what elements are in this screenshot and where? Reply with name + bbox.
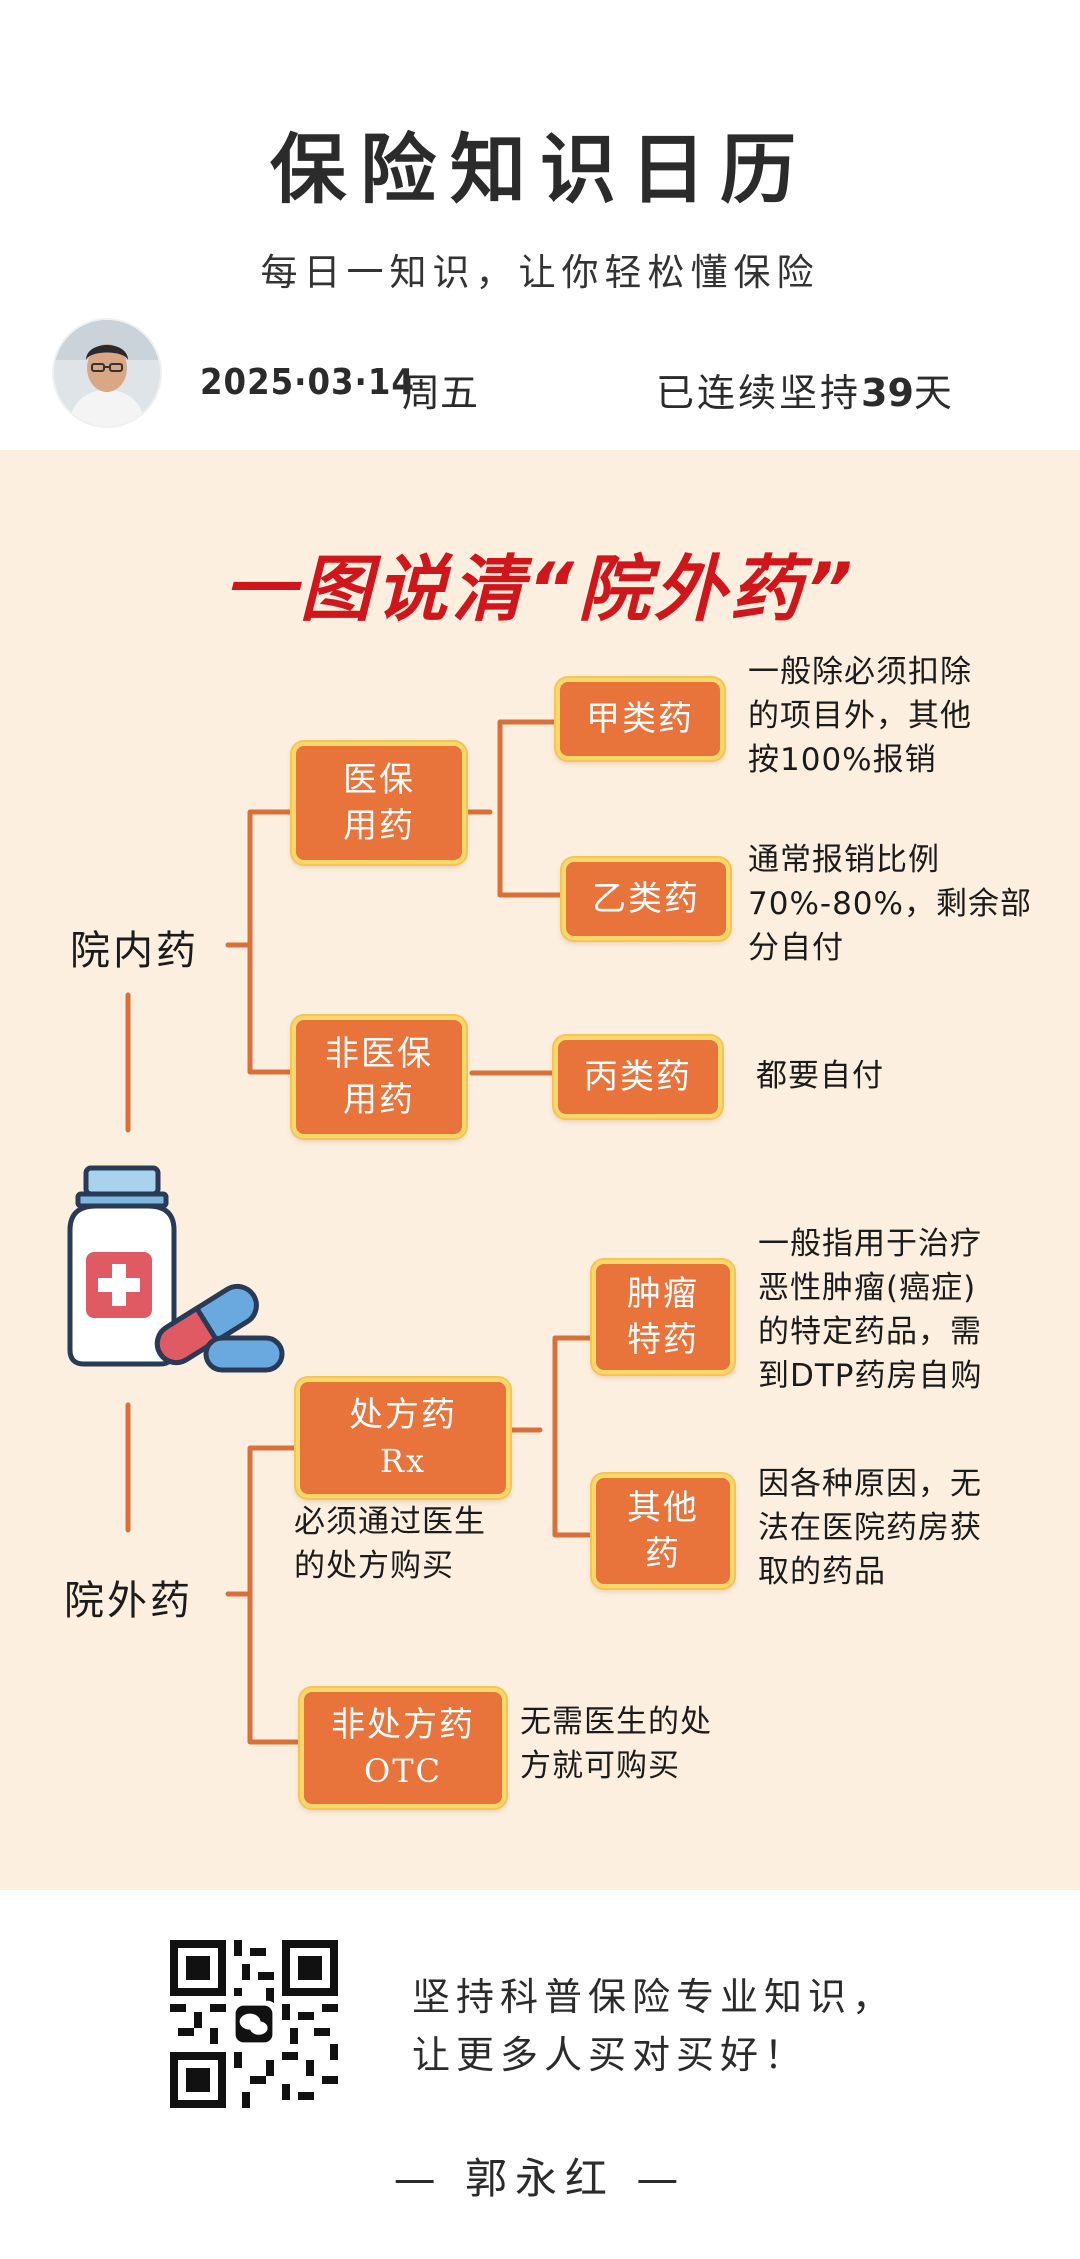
uninsured-drug-line2: 用药 [343,1080,415,1120]
cancer-drug-note-line: 的特定药品，需 [758,1314,982,1350]
insured-drug-box: 医保用药 [292,742,466,864]
diagram-heading: 一图说清“院外药” [223,547,857,631]
date-label: 2025·03·14 [200,362,415,403]
medicine-bottle-icon [67,1165,177,1367]
uninsured-drug-line1: 非医保 [325,1034,433,1074]
otc-drug-note-line: 无需医生的处 [520,1704,712,1740]
class-c-drug-box: 丙类药 [554,1036,722,1118]
page-title: 保险知识日历 [270,125,810,214]
rx-drug-note-line: 的处方购买 [294,1548,454,1584]
other-drug-note-line: 法在医院药房获 [758,1510,982,1546]
cancer-drug-box: 肿瘤特药 [592,1260,734,1374]
class-b-note-line: 通常报销比例 [748,842,940,878]
other-drug-note-line: 因各种原因，无 [758,1466,982,1502]
class-b-note-line: 70%-80%，剩余部 [748,886,1032,922]
cancer-drug-note-line: 恶性肿瘤(癌症) [758,1270,977,1306]
diagram-panel [0,450,1080,1890]
cancer-drug-line1: 肿瘤 [627,1274,699,1314]
rx-drug-line1: 处方药 [349,1395,457,1435]
otc-drug-line1: 非处方药 [331,1705,475,1745]
class-a-drug-box: 甲类药 [556,678,724,760]
class-c-note: 都要自付 [756,1054,884,1098]
otc-drug-line2: OTC [363,1752,443,1790]
other-drug-note: 因各种原因，无 法在医院药房获 取的药品 [758,1462,982,1594]
rx-drug-note: 必须通过医生 的处方购买 [294,1500,486,1588]
otc-drug-box: 非处方药 OTC [300,1688,506,1808]
class-a-note: 一般除必须扣除 的项目外，其他 按100%报销 [748,650,972,782]
class-b-note-line: 分自付 [748,930,844,966]
otc-drug-note: 无需医生的处 方就可购买 [520,1700,712,1788]
class-b-drug-box: 乙类药 [562,858,730,940]
class-b-drug-label: 乙类药 [592,879,700,919]
slogan-line-2: 让更多人买对买好！ [412,2033,809,2077]
slogan-line-1: 坚持科普保险专业知识， [412,1975,897,2019]
other-drug-note-line: 取的药品 [758,1554,886,1590]
rx-drug-line2: Rx [379,1442,427,1480]
class-b-note: 通常报销比例 70%-80%，剩余部 分自付 [748,838,1032,970]
other-drug-line2: 药 [645,1534,681,1574]
outpatient-drug-label: 院外药 [64,1578,193,1624]
rx-drug-box: 处方药 Rx [296,1378,510,1498]
class-a-drug-label: 甲类药 [586,699,694,739]
other-drug-box: 其他药 [592,1474,734,1588]
class-c-note-line: 都要自付 [756,1058,884,1094]
streak-days: 39 [861,371,914,415]
streak-suffix: 天 [913,371,955,415]
wechat-qr-code-icon[interactable] [170,1940,338,2108]
cancer-drug-note: 一般指用于治疗 恶性肿瘤(癌症) 的特定药品，需 到DTP药房自购 [758,1222,983,1398]
weekday-label: 周五 [402,371,479,415]
other-drug-line1: 其他 [627,1488,699,1528]
otc-drug-note-line: 方就可购买 [520,1748,680,1784]
cancer-drug-note-line: 一般指用于治疗 [758,1226,982,1262]
author-signature: — 郭永红 — [393,2154,687,2203]
cancer-drug-note-line: 到DTP药房自购 [758,1358,983,1394]
capsule-pill-icon [154,1283,285,1373]
streak-counter: 已连续坚持39天 [656,362,955,417]
class-a-note-line: 按100%报销 [748,742,937,778]
class-a-note-line: 的项目外，其他 [748,698,972,734]
cancer-drug-line2: 特药 [627,1320,699,1360]
streak-prefix: 已连续坚持 [656,371,862,415]
insured-drug-line1: 医保 [343,760,415,800]
inpatient-drug-label: 院内药 [70,928,199,974]
insured-drug-line2: 用药 [343,806,415,846]
medicine-illustration [67,1165,285,1373]
class-c-drug-label: 丙类药 [584,1057,692,1097]
uninsured-drug-box: 非医保用药 [292,1016,466,1138]
page-subtitle: 每日一知识，让你轻松懂保险 [260,251,820,294]
class-a-note-line: 一般除必须扣除 [748,654,972,690]
rx-drug-note-line: 必须通过医生 [294,1504,486,1540]
